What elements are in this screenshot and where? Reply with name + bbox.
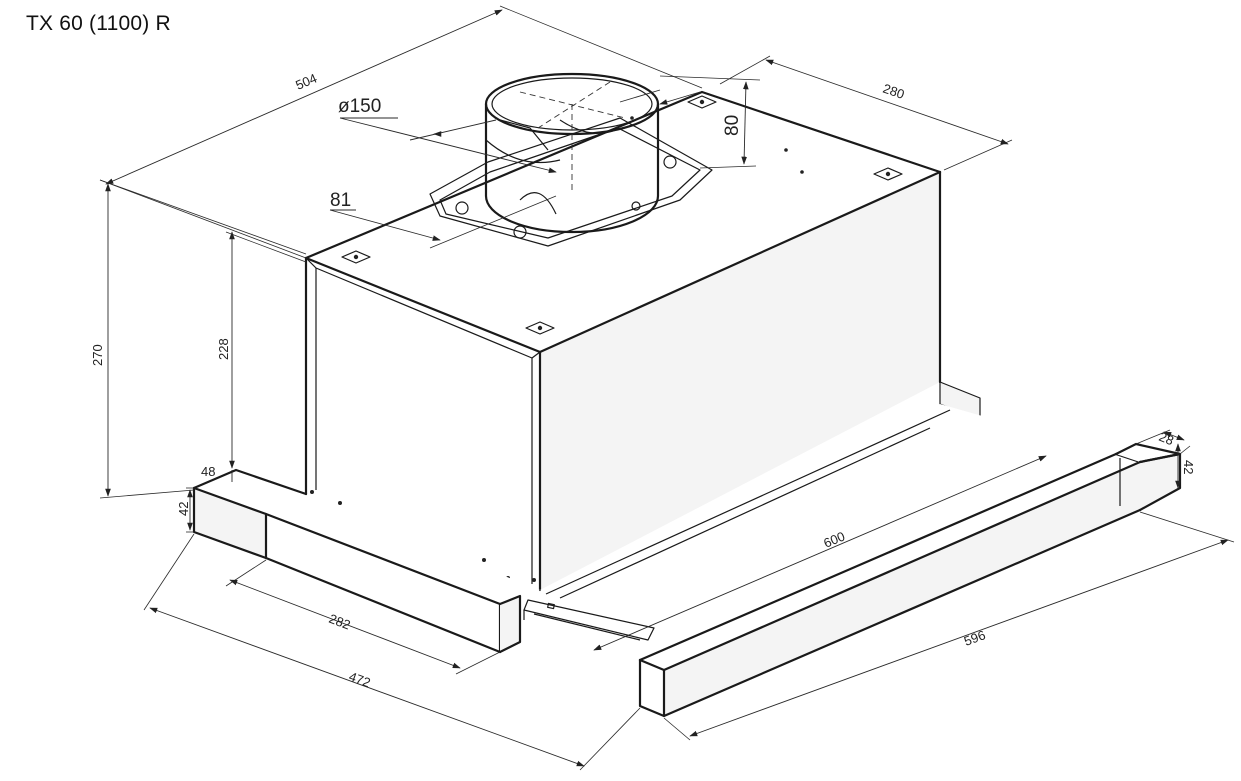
dim-label-42-left: 42 — [176, 502, 191, 516]
dim-label-280: 280 — [881, 81, 906, 102]
mounting-hole — [525, 321, 555, 335]
dim-label-504: 504 — [293, 70, 319, 92]
dimension-labels: 504 280 ø150 80 81 270 228 48 42 600 28 … — [90, 70, 1196, 690]
mounting-hole — [687, 95, 717, 109]
dim-label-282: 282 — [327, 611, 353, 633]
duct-collar — [429, 72, 713, 247]
hood-front-face — [306, 258, 540, 590]
dimension-lines — [99, 5, 1235, 771]
mounting-hole — [873, 167, 903, 181]
dim-label-48: 48 — [201, 464, 215, 479]
dim-label-diameter: ø150 — [338, 96, 381, 117]
dim-label-472: 472 — [347, 669, 373, 691]
dim-label-80: 80 — [722, 115, 743, 136]
dim-label-228: 228 — [216, 338, 231, 360]
dim-label-42-right: 42 — [1181, 460, 1196, 474]
dim-label-596: 596 — [962, 627, 988, 649]
hood-top-face — [306, 92, 940, 352]
dim-label-81: 81 — [330, 190, 351, 211]
dim-label-28: 28 — [1157, 429, 1176, 448]
mounting-hole — [341, 250, 371, 264]
dim-label-270: 270 — [90, 344, 105, 366]
